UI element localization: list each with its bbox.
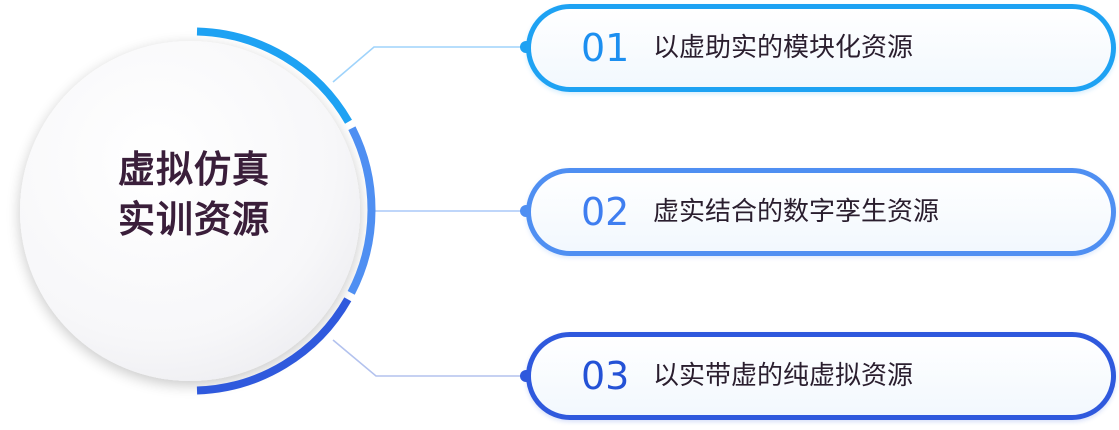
item-label: 虚实结合的数字孪生资源 <box>653 197 940 227</box>
center-title-line-2: 实训资源 <box>118 198 270 241</box>
item-number: 02 <box>581 190 630 234</box>
center-title-line-1: 虚拟仿真 <box>118 148 270 191</box>
arc-segment-2 <box>347 126 376 295</box>
connector-line-3 <box>332 339 526 377</box>
resource-item-02: 02 虚实结合的数字孪生资源 <box>526 168 1116 256</box>
resource-item-03: 03 以实带虚的纯虚拟资源 <box>526 332 1116 420</box>
arc-segment-1 <box>196 27 352 124</box>
item-label: 以实带虚的纯虚拟资源 <box>653 361 914 391</box>
arc-segment-3 <box>196 297 352 395</box>
center-title: 虚拟仿真 实训资源 <box>34 145 354 245</box>
item-label: 以虚助实的模块化资源 <box>653 33 914 63</box>
center-arc-segments <box>196 27 376 395</box>
item-number: 01 <box>581 26 630 70</box>
resource-item-01: 01 以虚助实的模块化资源 <box>526 4 1116 92</box>
center-circle <box>20 41 360 381</box>
connector-line-1 <box>332 46 526 83</box>
connector-lines <box>332 41 532 382</box>
item-number: 03 <box>581 354 630 398</box>
